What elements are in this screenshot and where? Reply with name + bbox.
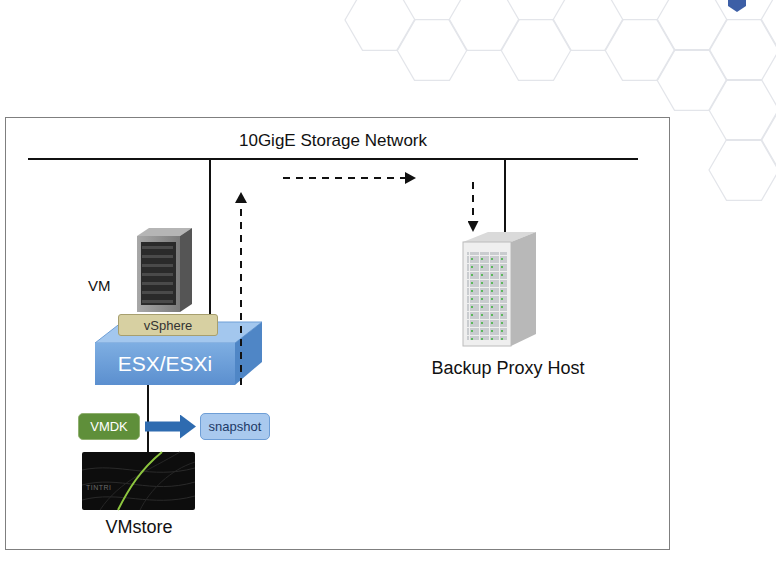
storage-node: VMstore bbox=[78, 452, 200, 540]
snapshot-arrow bbox=[145, 422, 180, 432]
backup-flow bbox=[241, 178, 473, 385]
proxy-node: Backup Proxy Host bbox=[420, 232, 596, 378]
hypervisor-box: ESX/ESXi bbox=[95, 343, 235, 385]
vmdk-box: VMDK bbox=[78, 413, 140, 440]
network-link bbox=[209, 160, 211, 314]
vm-node: VM bbox=[80, 225, 195, 317]
vsphere-box: vSphere bbox=[118, 314, 218, 336]
diagram-frame bbox=[6, 118, 670, 550]
backup-server-icon bbox=[463, 232, 536, 346]
snapshot-box: snapshot bbox=[200, 413, 270, 440]
node-label: ESX/ESXi bbox=[118, 352, 213, 376]
storage-link bbox=[147, 385, 149, 452]
vm-server-icon bbox=[137, 228, 192, 312]
node-label: snapshot bbox=[209, 419, 262, 434]
brand-mark: TINTRI bbox=[86, 484, 112, 491]
node-label: VM bbox=[88, 277, 111, 294]
node-label: VMstore bbox=[78, 517, 200, 538]
node-label: 10GigE Storage Network bbox=[28, 131, 638, 151]
network-bus: 10GigE Storage Network bbox=[28, 128, 638, 160]
logo-fragment bbox=[728, 0, 746, 12]
node-label: Backup Proxy Host bbox=[420, 358, 596, 379]
node-label: vSphere bbox=[144, 318, 192, 333]
vmstore-device bbox=[82, 452, 195, 510]
flow-arrowheads bbox=[235, 172, 416, 203]
node-label: VMDK bbox=[90, 419, 128, 434]
network-link bbox=[504, 160, 506, 232]
